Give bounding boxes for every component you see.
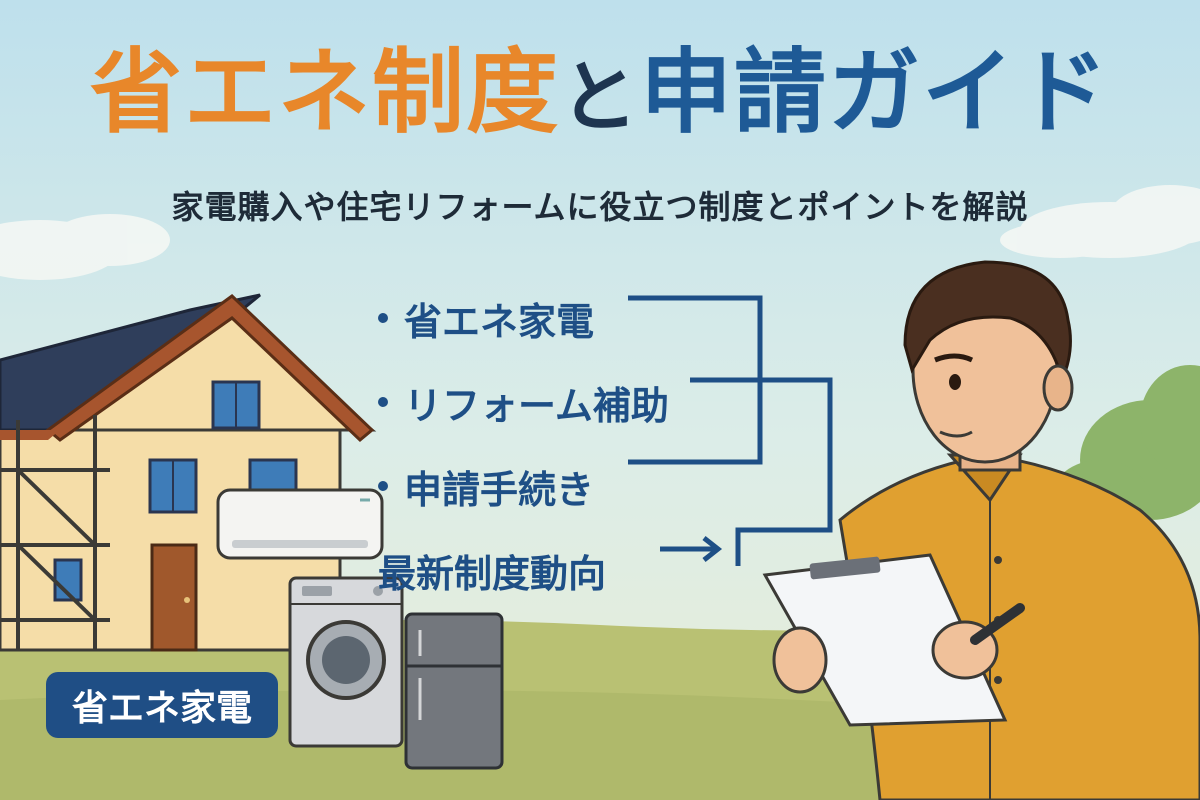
refrigerator-icon [404, 612, 504, 770]
energy-saving-badge: 省エネ家電 [46, 672, 278, 738]
page-subtitle: 家電購入や住宅リフォームに役立つ制度とポイントを解説 [171, 188, 1029, 226]
person-figure [762, 260, 1200, 800]
bullet-dot-icon [378, 481, 388, 491]
topic-label: リフォーム補助 [404, 383, 669, 428]
title-part-3: 申請ガイド [640, 39, 1111, 146]
topic-item: 省エネ家電 [378, 276, 669, 360]
title-part-2: と [559, 53, 640, 143]
topic-label: 省エネ家電 [404, 299, 595, 344]
air-conditioner-icon [216, 488, 384, 560]
topic-label: 最新制度動向 [378, 551, 607, 596]
page-title: 省エネ制度と申請ガイド [0, 42, 1200, 143]
bullet-dot-icon [378, 313, 388, 323]
topic-item: 申請手続き [378, 444, 669, 528]
title-part-1: 省エネ制度 [89, 39, 560, 146]
pen-icon [970, 603, 1025, 645]
washing-machine-icon [288, 576, 404, 748]
connector-lines [628, 295, 833, 566]
bullet-dot-icon [378, 397, 388, 407]
topic-label: 申請手続き [404, 467, 595, 512]
topic-item: 最新制度動向 [378, 528, 669, 612]
topic-list: 省エネ家電 リフォーム補助 申請手続き 最新制度動向 [378, 276, 669, 612]
topic-item: リフォーム補助 [378, 360, 669, 444]
cloud-left [0, 214, 170, 280]
arrow-right-icon [660, 536, 723, 562]
cloud-right [1000, 185, 1200, 258]
